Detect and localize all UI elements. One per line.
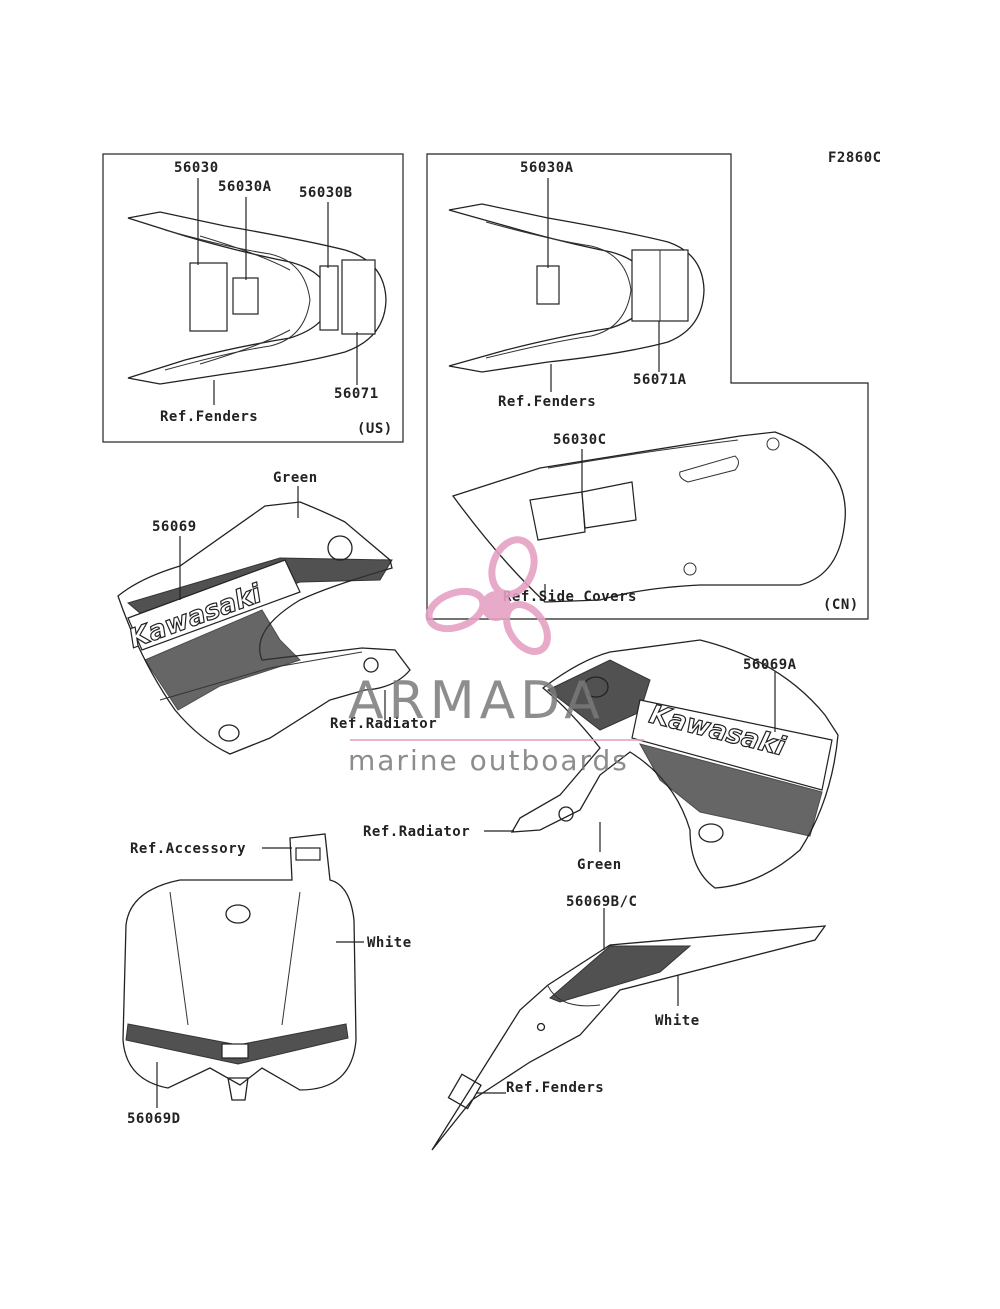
figure-code: F2860C bbox=[828, 150, 882, 166]
right-radiator-shroud bbox=[510, 639, 839, 889]
label-ref-fenders-us: Ref.Fenders bbox=[160, 409, 258, 425]
label-56030a-us: 56030A bbox=[218, 179, 272, 195]
cn-rear-fender bbox=[448, 203, 705, 373]
label-56069d: 56069D bbox=[127, 1111, 181, 1127]
decal-56030 bbox=[189, 262, 228, 332]
decal-56030b bbox=[319, 265, 339, 331]
left-radiator-shroud bbox=[117, 501, 411, 755]
label-ref-accessory: Ref.Accessory bbox=[130, 841, 246, 857]
front-number-plate bbox=[122, 833, 357, 1101]
decal-56030a-us bbox=[232, 277, 259, 315]
label-green-right: Green bbox=[577, 857, 622, 873]
decal-56030c-left bbox=[529, 491, 586, 541]
label-56071a: 56071A bbox=[633, 372, 687, 388]
label-56030c: 56030C bbox=[553, 432, 607, 448]
armada-propeller-logo bbox=[425, 536, 551, 655]
decal-56030c-right bbox=[581, 481, 637, 529]
label-56069a: 56069A bbox=[743, 657, 797, 673]
label-56071: 56071 bbox=[334, 386, 379, 402]
decal-56071 bbox=[341, 259, 376, 335]
label-56069: 56069 bbox=[152, 519, 197, 535]
watermark-brand: ARMADA bbox=[348, 671, 605, 731]
label-white-fender: White bbox=[655, 1013, 700, 1029]
label-ref-radiator-left: Ref.Radiator bbox=[330, 716, 437, 732]
us-rear-fender bbox=[127, 211, 387, 385]
label-ref-fenders-front: Ref.Fenders bbox=[506, 1080, 604, 1096]
front-fender bbox=[431, 925, 827, 1151]
label-56030b: 56030B bbox=[299, 185, 353, 201]
cn-variant-tag: (CN) bbox=[823, 597, 859, 613]
label-ref-fenders-cn: Ref.Fenders bbox=[498, 394, 596, 410]
label-white-plate: White bbox=[367, 935, 412, 951]
watermark-tagline: marine outboards bbox=[348, 744, 629, 777]
us-variant-box bbox=[102, 153, 404, 443]
label-ref-radiator-right: Ref.Radiator bbox=[363, 824, 470, 840]
label-56069bc: 56069B/C bbox=[566, 894, 637, 910]
label-ref-side-covers: Ref.Side Covers bbox=[503, 589, 637, 605]
label-56030: 56030 bbox=[174, 160, 219, 176]
cn-side-cover bbox=[451, 431, 846, 603]
us-variant-tag: (US) bbox=[357, 421, 393, 437]
decal-56030a-cn bbox=[536, 265, 560, 305]
label-56030a-cn: 56030A bbox=[520, 160, 574, 176]
label-green-left: Green bbox=[273, 470, 318, 486]
